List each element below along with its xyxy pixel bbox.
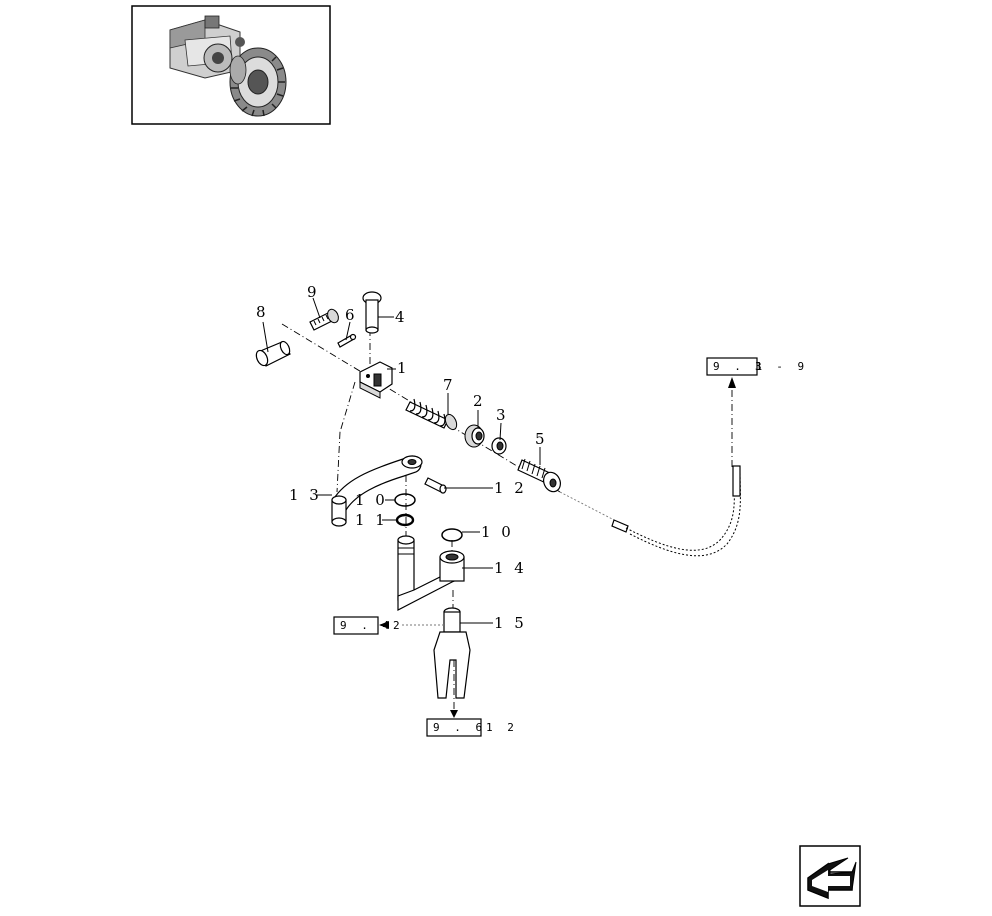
- ref-suffix-text: 1 2: [486, 721, 518, 734]
- next-page-arrow-icon[interactable]: [799, 845, 861, 907]
- center-lines: [281, 315, 733, 712]
- part-2-nut: [464, 424, 485, 448]
- callout-14: 1 4: [494, 559, 527, 577]
- part-10-ring-upper: [394, 493, 416, 507]
- part-4-clevis-pin: [362, 291, 382, 334]
- reference-9-4-2[interactable]: 9 . 4 2: [333, 616, 445, 635]
- transmission-wheel-assembly-thumbnail: [131, 5, 331, 125]
- part-15-shift-fork: [433, 607, 471, 699]
- part-1-clevis: [359, 361, 393, 399]
- ref-box-text: 9 . 4: [340, 619, 393, 632]
- callout-15: 1 5: [494, 614, 527, 632]
- callout-13: 1 3: [289, 486, 322, 504]
- ref-box-text: 9 . 1: [713, 360, 766, 373]
- leader-lines: [262, 297, 541, 624]
- reference-9-13-9[interactable]: 9 . 1 3 - 9: [706, 357, 808, 388]
- callout-4: 4: [395, 308, 408, 326]
- callout-10-lower: 1 0: [481, 523, 514, 541]
- callout-6: 6: [345, 306, 358, 324]
- callout-labels: 8 9 6 4 1 7 2 3 5 1 3 1 2 1 0 1 1 1 0 1 …: [256, 283, 548, 632]
- control-cable: [559, 465, 741, 557]
- part-7-spring: [405, 398, 458, 431]
- part-6-cotter-pin: [337, 333, 357, 348]
- callout-8: 8: [256, 303, 269, 321]
- callout-2: 2: [473, 392, 486, 410]
- callout-10-upper: 1 0: [355, 491, 388, 509]
- part-10-ring-lower: [441, 528, 463, 542]
- part-11-snap-ring: [395, 513, 415, 527]
- callout-5: 5: [535, 430, 548, 448]
- callout-3: 3: [496, 406, 509, 424]
- part-8-pin: [255, 340, 291, 367]
- part-9-bolt: [309, 308, 339, 331]
- part-3-washer: [491, 437, 507, 455]
- reference-9-6-12[interactable]: 9 . 6 1 2: [426, 710, 518, 737]
- callout-11: 1 1: [355, 511, 388, 529]
- ref-suffix-text: 3 - 9: [755, 360, 808, 373]
- part-12-roll-pin: [424, 477, 447, 494]
- callout-7: 7: [443, 376, 456, 394]
- part-5-threaded-rod: [517, 458, 561, 493]
- callout-9: 9: [307, 283, 320, 301]
- callout-1: 1: [397, 359, 410, 377]
- part-14-shift-shaft: [397, 535, 465, 611]
- part-13-lever-arm: [331, 455, 423, 527]
- ref-suffix-text: 2: [393, 619, 404, 632]
- callout-12: 1 2: [494, 479, 527, 497]
- ref-box-text: 9 . 6: [433, 721, 486, 734]
